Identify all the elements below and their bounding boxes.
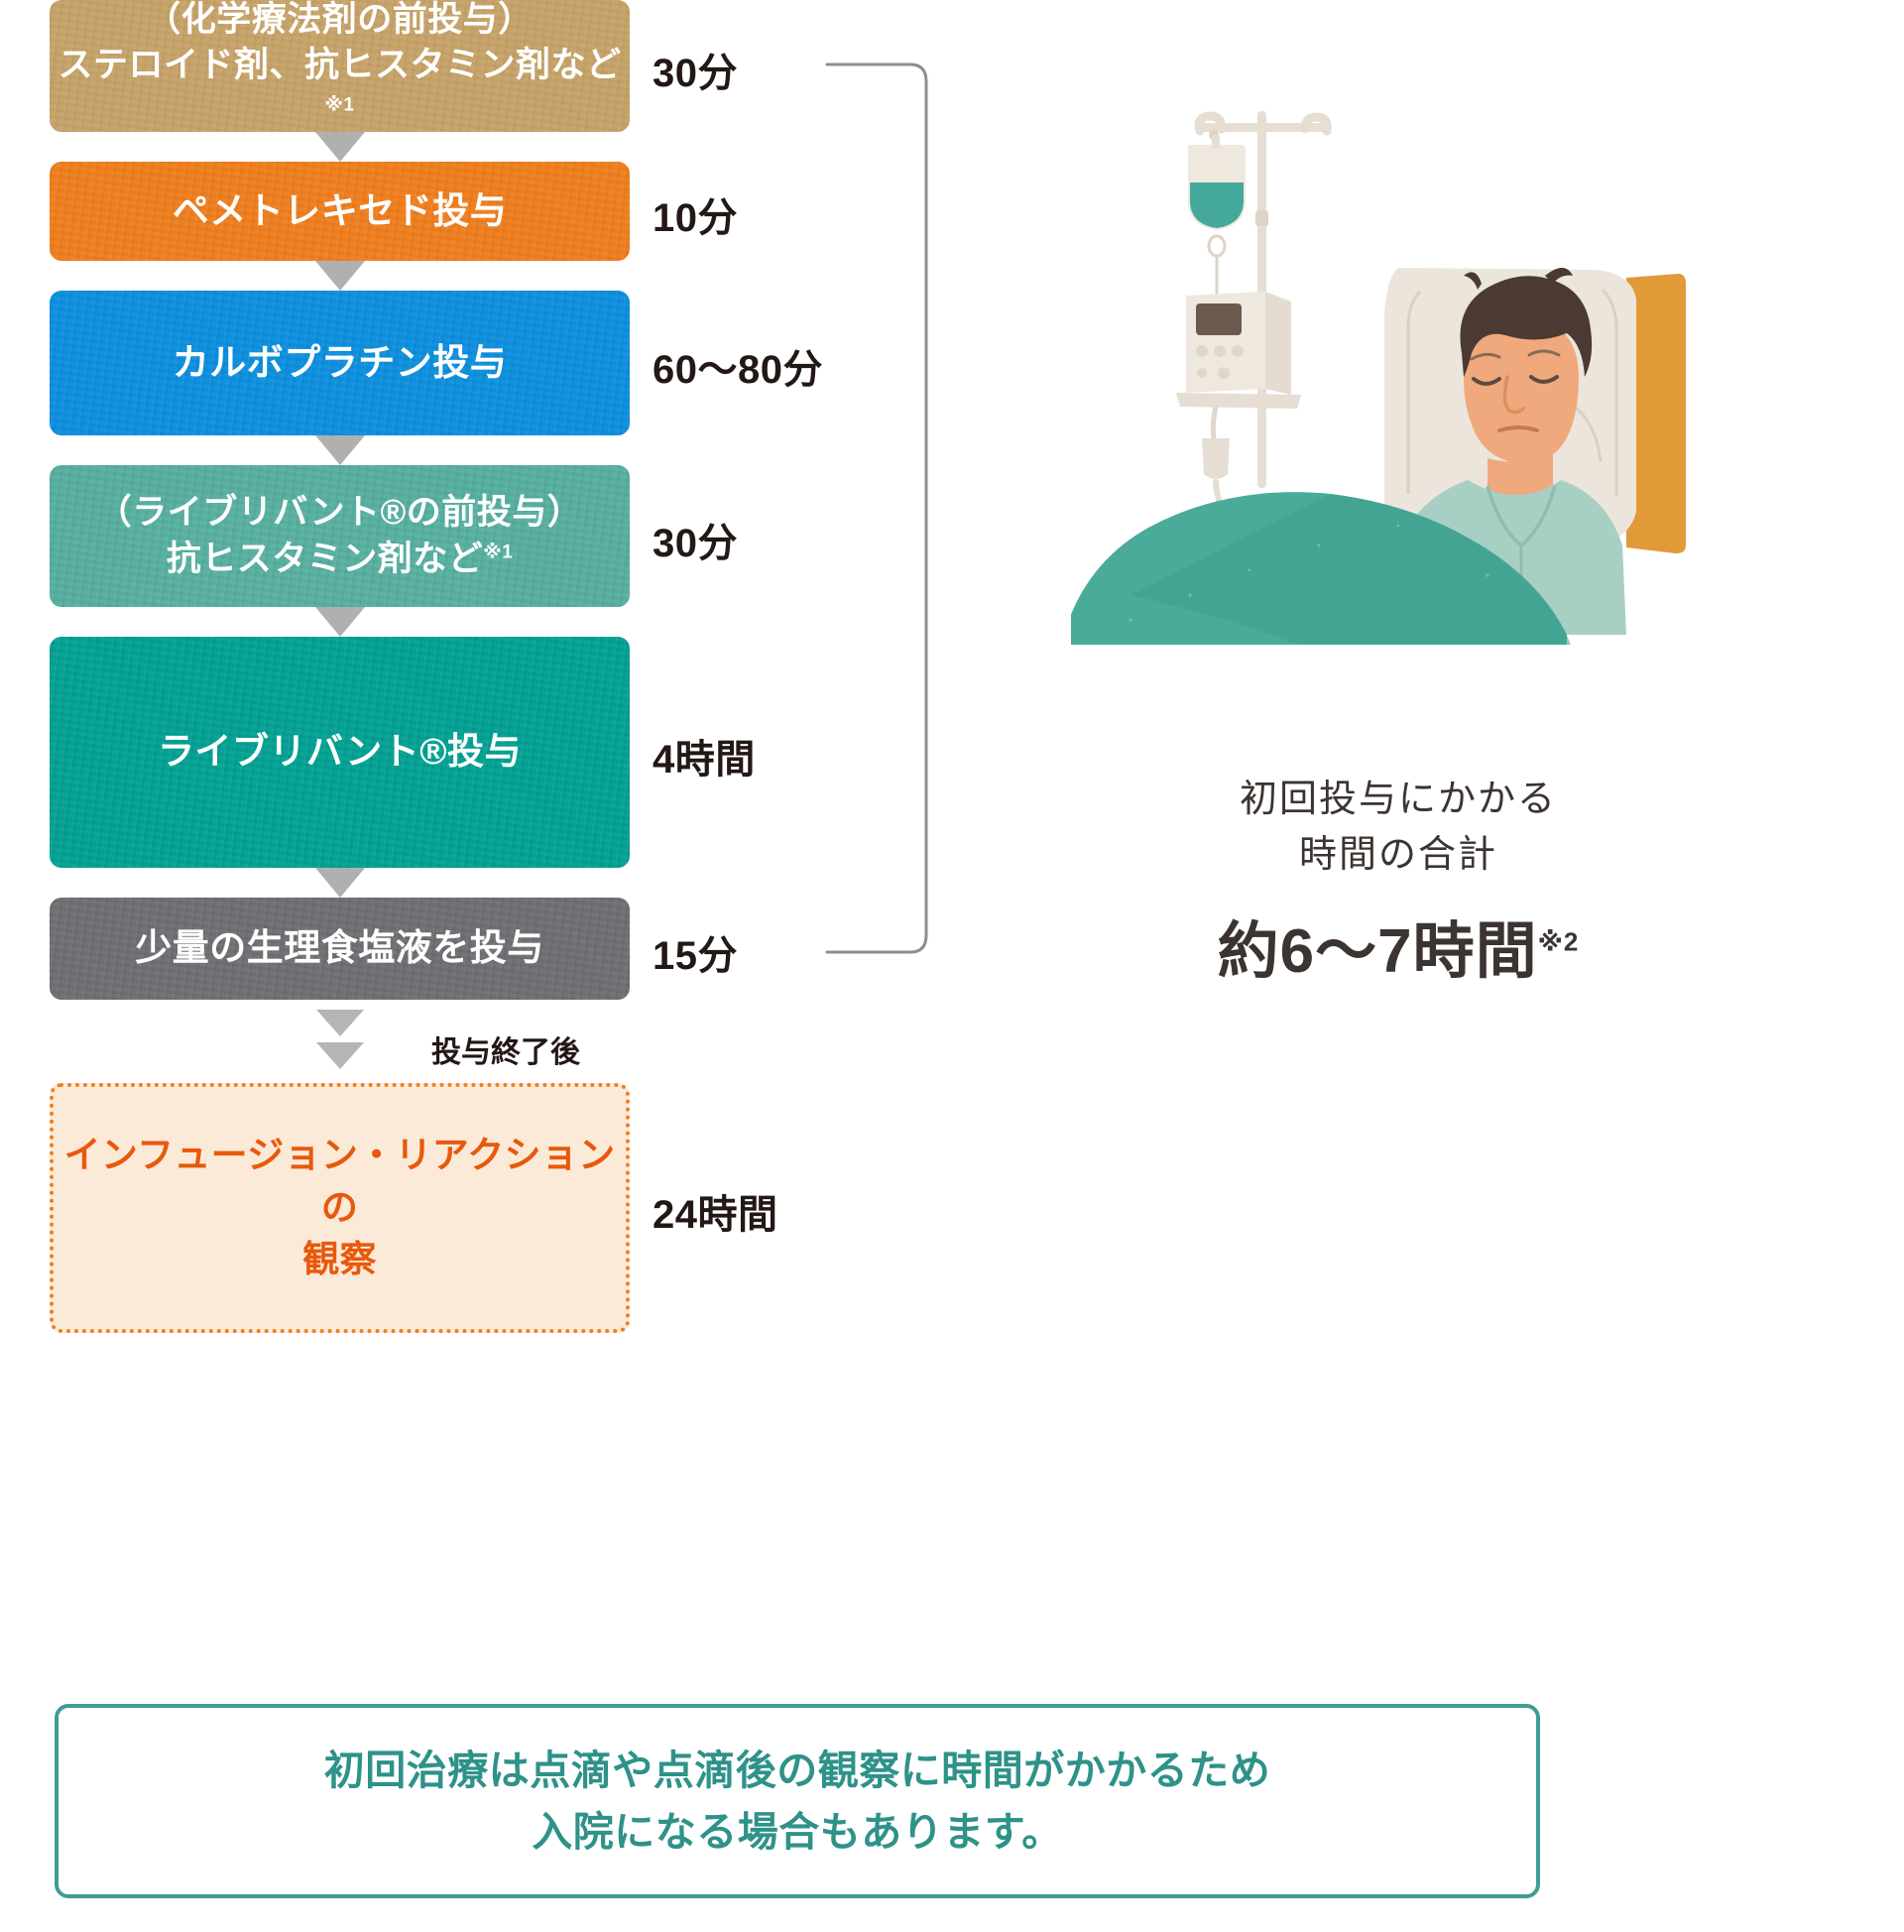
patient-in-bed-illustration: [1071, 111, 1686, 645]
step-duration-observation: 24時間: [653, 1193, 778, 1237]
step-box-rybrevant: ライブリバント®投与: [50, 637, 630, 868]
step-label-line2: 抗ヒスタミン剤など: [166, 539, 484, 578]
iv-drip-tube: [1207, 234, 1227, 296]
bed-headboard: [1626, 274, 1686, 553]
infusion-pump-icon: [1176, 292, 1301, 409]
step-duration-premedication-chemo: 30分: [653, 51, 738, 95]
total-caption-line2: 時間の合計: [1298, 834, 1497, 877]
down-triangle-icon: [315, 1010, 364, 1036]
total-caption-line1: 初回投与にかかる: [1239, 779, 1557, 820]
step-label-line1: （ライブリバント®の前投与）: [96, 493, 583, 533]
patient-head: [1460, 268, 1593, 504]
step-box-premedication-chemo: （化学療法剤の前投与） ステロイド剤、抗ヒスタミン剤など ※1: [50, 0, 630, 132]
flow-arrow: [50, 261, 630, 291]
flow-step-rybrevant: ライブリバント®投与 4時間: [50, 637, 873, 868]
step-label-line2: ステロイド剤、抗ヒスタミン剤など: [58, 46, 622, 85]
flow-arrow: [50, 435, 630, 465]
step-label-line1: ペメトレキセド投与: [172, 189, 508, 231]
footer-note-box: 初回治療は点滴や点滴後の観察に時間がかかるため 入院になる場合もあります。: [55, 1704, 1540, 1898]
observation-box: インフュージョン・リアクションの 観察: [50, 1083, 630, 1333]
step-duration-saline: 15分: [653, 933, 738, 978]
observation-label-line1: インフュージョン・リアクションの: [63, 1135, 616, 1228]
down-triangle-icon: [315, 1042, 364, 1069]
flow-arrow: [50, 607, 630, 637]
total-duration-caption: 初回投与にかかる 時間の合計: [1051, 772, 1745, 883]
step-duration-premedication-rybrevant: 30分: [653, 521, 738, 565]
total-value-text: 約6〜7時間: [1217, 917, 1538, 987]
step-box-saline: 少量の生理食塩液を投与: [50, 898, 630, 1000]
total-duration-value: 約6〜7時間※2: [1051, 901, 1745, 990]
step-duration-carboplatin: 60〜80分: [653, 348, 823, 392]
step-duration-pemetrexed: 10分: [653, 196, 738, 240]
down-triangle-icon: [314, 435, 365, 465]
footer-note-line2: 入院になる場合もあります。: [532, 1809, 1063, 1855]
flow-step-observation: インフュージョン・リアクションの 観察 24時間: [50, 1083, 873, 1333]
step-duration-rybrevant: 4時間: [653, 737, 756, 782]
bed-blanket: [1071, 492, 1571, 645]
flow-step-carboplatin: カルボプラチン投与 60〜80分: [50, 291, 873, 435]
footnote-marker: ※1: [324, 93, 355, 115]
down-triangle-icon: [314, 261, 365, 291]
footnote-marker: ※2: [1537, 926, 1580, 957]
total-duration-block: 初回投与にかかる 時間の合計 約6〜7時間※2: [1051, 772, 1745, 990]
post-infusion-label: 投与終了後: [431, 1036, 580, 1069]
footer-note-line1: 初回治療は点滴や点滴後の観察に時間がかかるため: [323, 1747, 1271, 1793]
step-box-carboplatin: カルボプラチン投与: [50, 291, 630, 435]
down-triangle-icon: [314, 607, 365, 637]
down-triangle-icon: [314, 132, 365, 162]
flow-step-premedication-chemo: （化学療法剤の前投与） ステロイド剤、抗ヒスタミン剤など ※1 30分: [50, 0, 873, 132]
down-triangle-icon: [314, 868, 365, 898]
step-box-premedication-rybrevant: （ライブリバント®の前投与） 抗ヒスタミン剤など※1: [50, 465, 630, 607]
illustration-texture: [1129, 524, 1489, 622]
step-label-line1: ライブリバント®投与: [157, 731, 523, 773]
step-label-line1: カルボプラチン投与: [172, 341, 508, 383]
step-label-line1: 少量の生理食塩液を投与: [135, 927, 544, 969]
step-box-pemetrexed: ペメトレキセド投与: [50, 162, 630, 261]
flow-arrow-post-infusion-2: [50, 1042, 630, 1069]
flow-arrow: [50, 868, 630, 898]
treatment-flow-column: （化学療法剤の前投与） ステロイド剤、抗ヒスタミン剤など ※1 30分 ペメトレキ…: [50, 0, 873, 1333]
flow-step-saline: 少量の生理食塩液を投与 15分: [50, 898, 873, 1000]
iv-bag-icon: [1188, 135, 1246, 230]
step-label-line1: （化学療法剤の前投与）: [146, 0, 534, 40]
flow-arrow-post-infusion-1: 投与終了後: [50, 1010, 630, 1069]
flow-arrow: [50, 132, 630, 162]
flow-step-premedication-rybrevant: （ライブリバント®の前投与） 抗ヒスタミン剤など※1 30分: [50, 465, 873, 607]
observation-label-line2: 観察: [302, 1239, 377, 1280]
footnote-marker: ※1: [483, 541, 514, 562]
flow-step-pemetrexed: ペメトレキセド投与 10分: [50, 162, 873, 261]
